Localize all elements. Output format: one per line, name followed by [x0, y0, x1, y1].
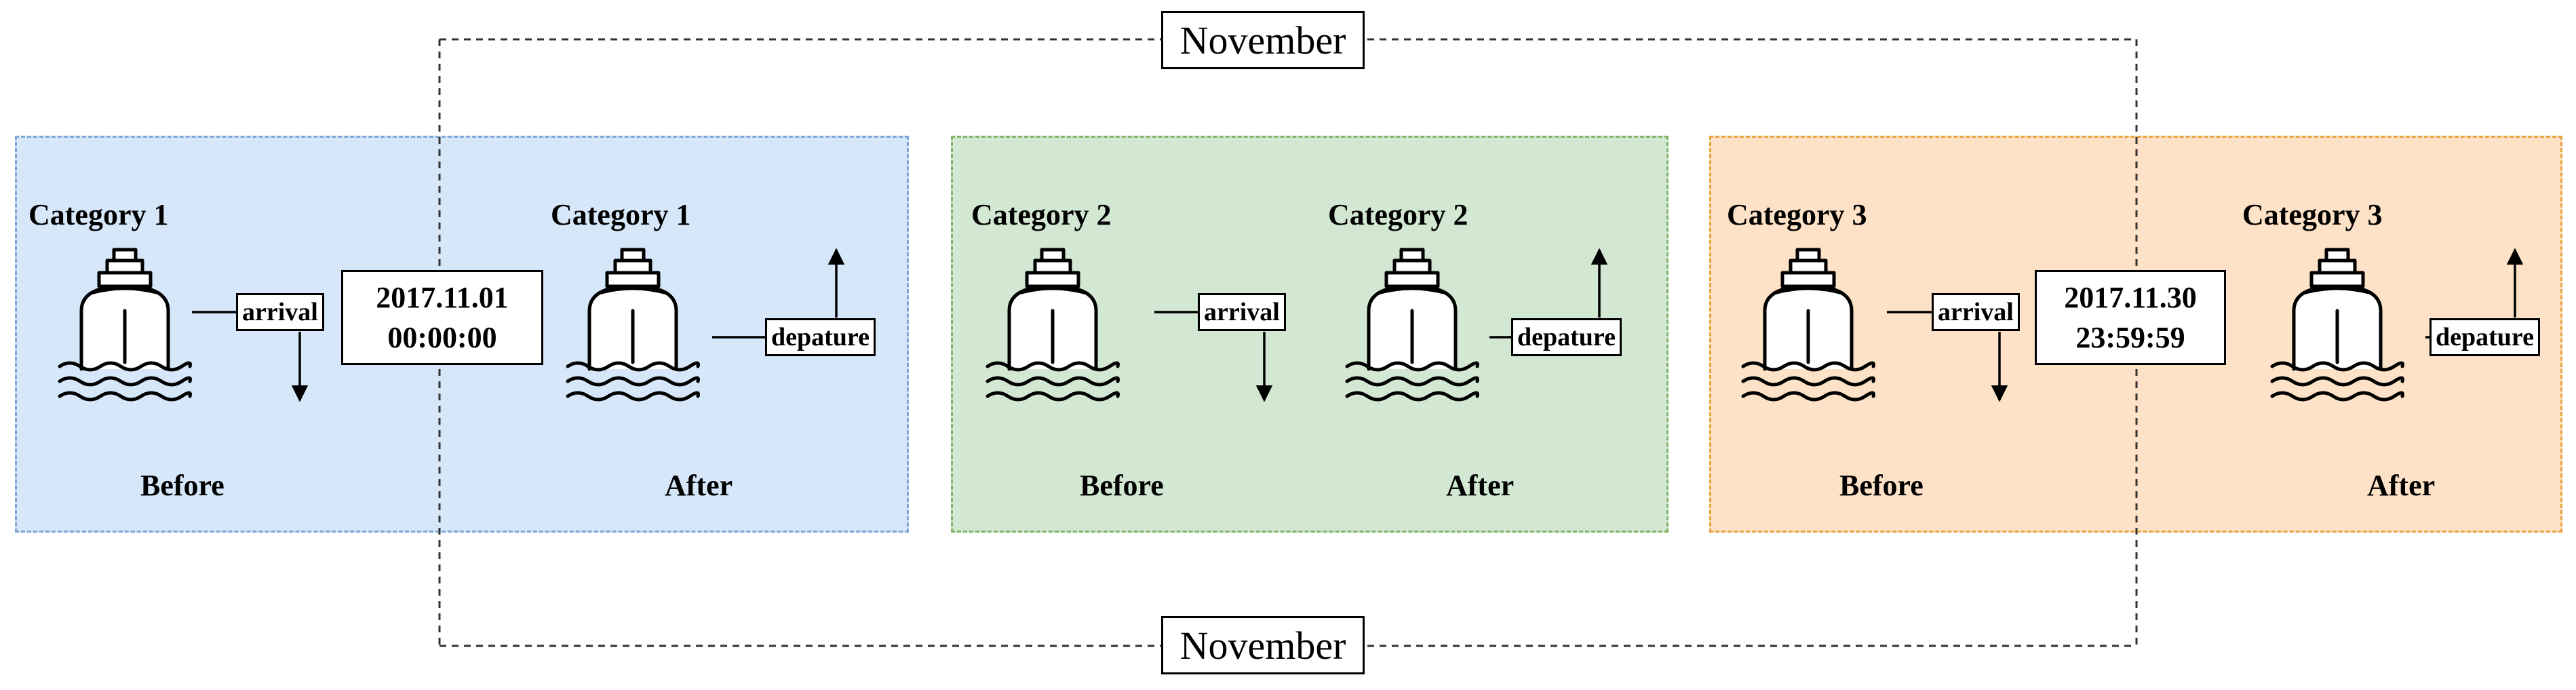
departure-label: depature — [1511, 318, 1622, 356]
end-timestamp-box: 2017.11.30 23:59:59 — [2035, 270, 2226, 365]
ship-icon — [2256, 246, 2419, 408]
category-label: Category 1 — [28, 198, 169, 231]
after-label: After — [2367, 469, 2436, 502]
arrival-label: arrival — [236, 293, 324, 331]
after-label: After — [665, 469, 733, 502]
ship-icon — [1727, 246, 1890, 408]
start-time: 00:00:00 — [387, 321, 497, 354]
month-label-bottom: November — [1161, 616, 1365, 674]
start-timestamp-box: 2017.11.01 00:00:00 — [341, 270, 543, 365]
before-label: Before — [1080, 469, 1164, 502]
arrival-label: arrival — [1198, 293, 1286, 331]
departure-label: depature — [2429, 318, 2540, 356]
start-date: 2017.11.01 — [376, 280, 509, 314]
category-label: Category 1 — [551, 198, 691, 231]
before-label: Before — [140, 469, 225, 502]
ship-icon — [57, 246, 193, 408]
before-label: Before — [1839, 469, 1924, 502]
departure-label: depature — [765, 318, 876, 356]
ship-icon — [1331, 246, 1494, 408]
end-time: 23:59:59 — [2075, 321, 2185, 354]
category-label: Category 3 — [2242, 198, 2383, 231]
category-label: Category 2 — [971, 198, 1112, 231]
category-label: Category 3 — [1727, 198, 1867, 231]
ship-icon — [971, 246, 1134, 408]
end-date: 2017.11.30 — [2064, 280, 2197, 314]
after-label: After — [1446, 469, 1515, 502]
ship-icon — [551, 246, 714, 408]
month-label-top: November — [1161, 11, 1365, 69]
category-label: Category 2 — [1328, 198, 1468, 231]
arrival-label: arrival — [1932, 293, 2020, 331]
